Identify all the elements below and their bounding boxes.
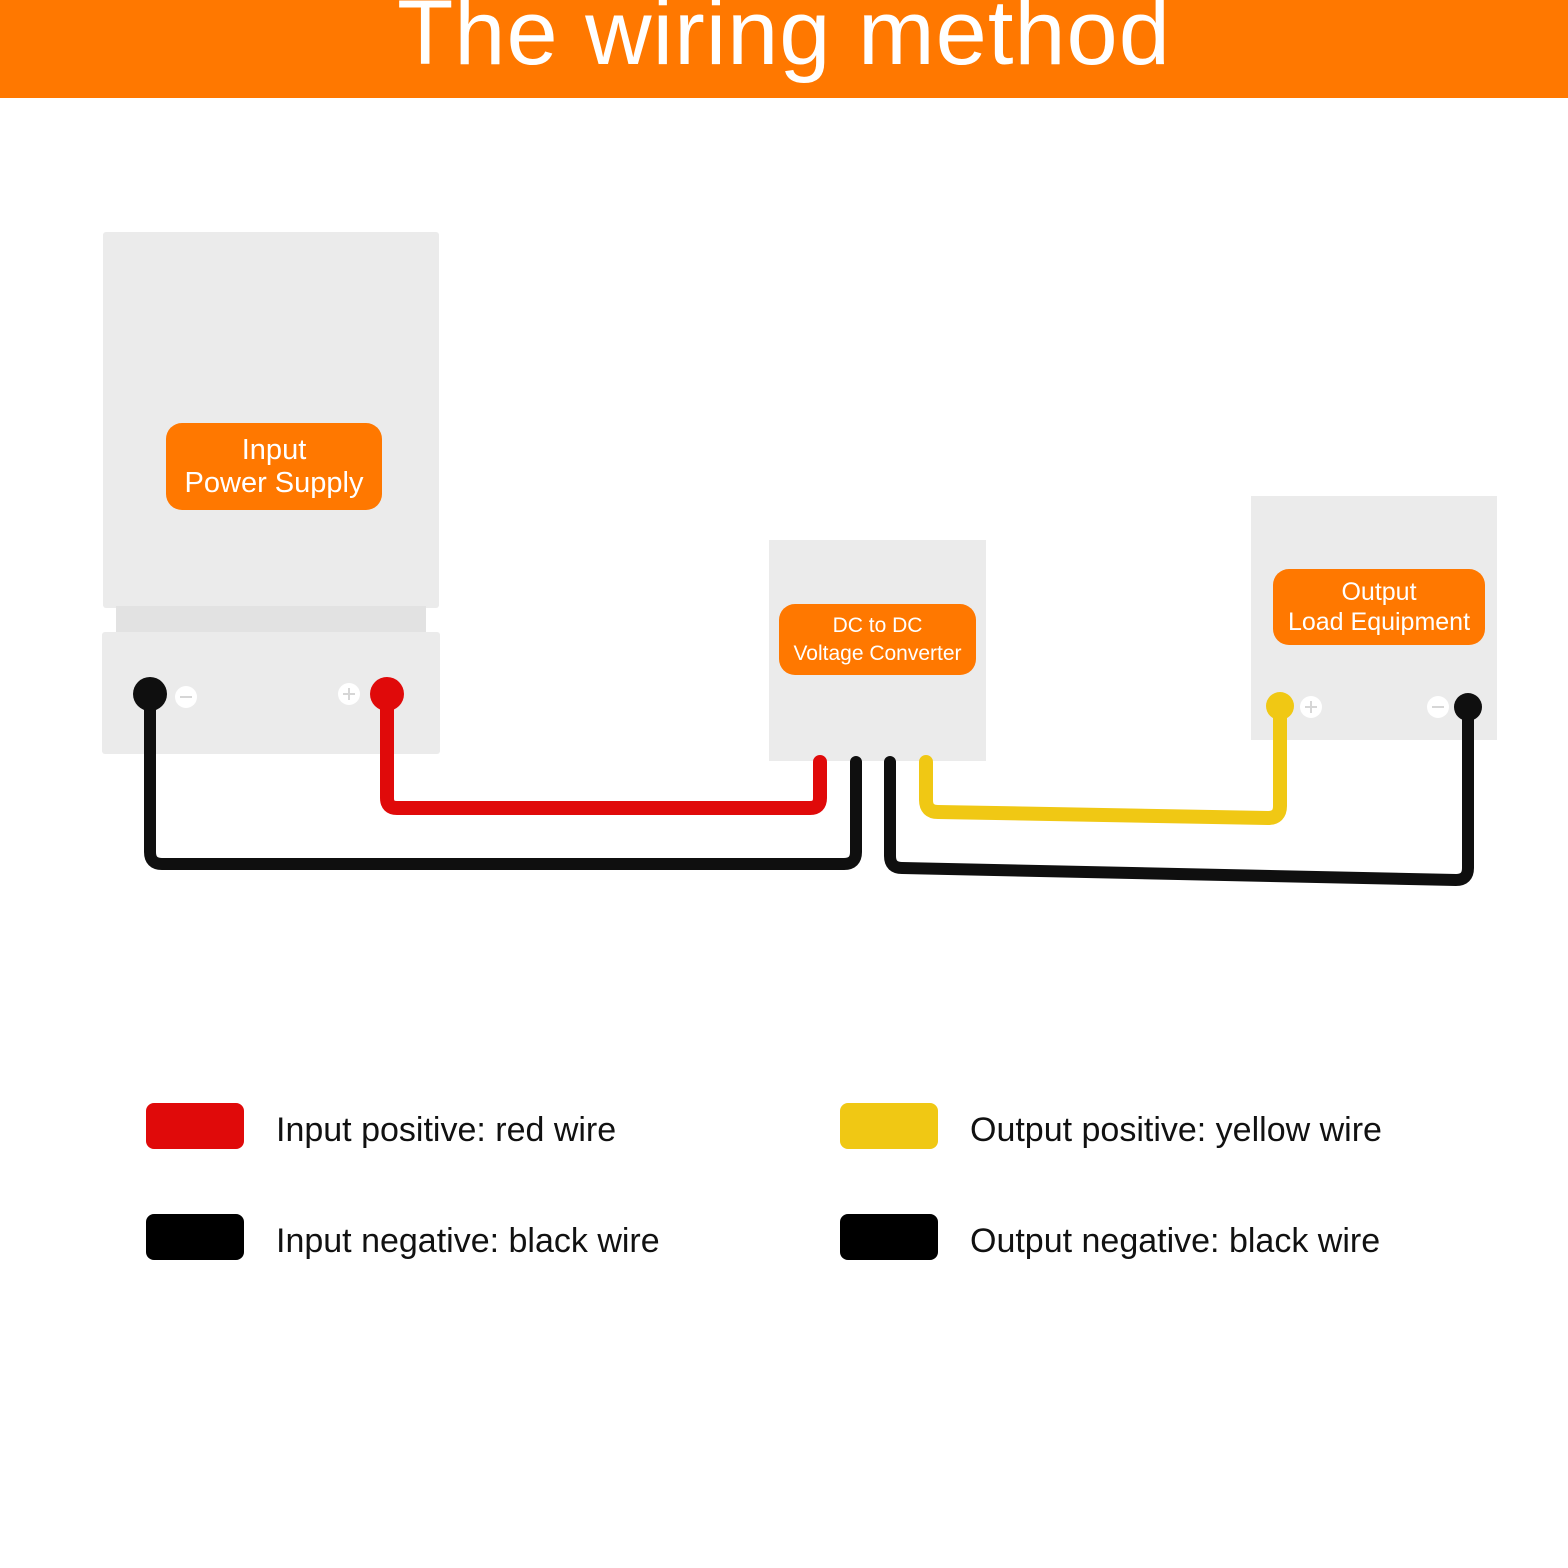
output-label-line1: Output (1341, 578, 1417, 606)
input-label-line1: Input (241, 433, 307, 466)
input-power-supply-device (102, 232, 440, 754)
output-load-label: Output Load Equipment (1273, 569, 1485, 645)
legend-swatch-input-negative (146, 1214, 244, 1260)
header-bar: The wiring method (0, 0, 1568, 98)
minus-icon (1427, 696, 1449, 718)
input-negative-terminal (133, 677, 167, 711)
plus-icon (1300, 696, 1322, 718)
page-title: The wiring method (397, 0, 1171, 84)
legend-swatch-output-positive (840, 1103, 938, 1149)
input-label-line2: Power Supply (184, 466, 364, 499)
minus-icon (175, 686, 197, 708)
legend-text-input-negative: Input negative: black wire (276, 1222, 660, 1260)
output-negative-black-wire (884, 702, 1474, 886)
input-positive-terminal (370, 677, 404, 711)
converter-label: DC to DC Voltage Converter (779, 604, 976, 675)
legend-text-output-positive: Output positive: yellow wire (970, 1111, 1382, 1149)
output-positive-terminal (1266, 692, 1294, 720)
input-supply-neck (116, 606, 426, 634)
converter-label-line1: DC to DC (832, 613, 923, 637)
output-positive-yellow-wire (919, 699, 1287, 825)
input-positive-red-wire (380, 687, 827, 815)
output-negative-terminal (1454, 693, 1482, 721)
input-supply-terminal-block (102, 632, 440, 754)
legend-text-output-negative: Output negative: black wire (970, 1222, 1381, 1260)
input-supply-upper-body (103, 232, 439, 608)
input-power-supply-label: Input Power Supply (166, 423, 382, 510)
legend-text-input-positive: Input positive: red wire (276, 1111, 617, 1149)
output-label-line2: Load Equipment (1287, 608, 1471, 636)
converter-label-line2: Voltage Converter (793, 641, 962, 665)
input-negative-black-wire (144, 688, 862, 870)
legend-swatch-output-negative (840, 1214, 938, 1260)
legend-swatch-input-positive (146, 1103, 244, 1149)
plus-icon (338, 683, 360, 705)
